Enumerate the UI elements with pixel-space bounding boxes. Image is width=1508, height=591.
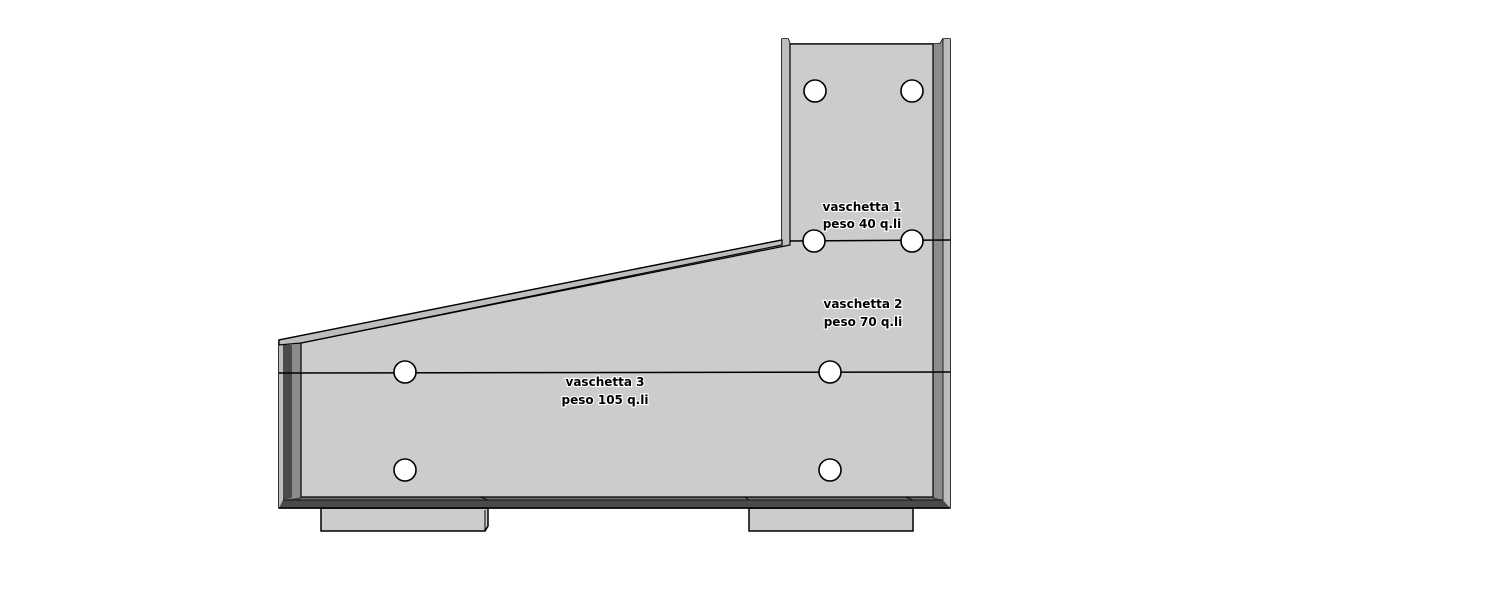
hole: [818, 458, 842, 482]
compartment-3-name: vaschetta 3: [566, 375, 645, 389]
hole: [393, 458, 417, 482]
hole: [393, 360, 417, 384]
hole: [818, 360, 842, 384]
compartment-1-weight: peso 40 q.li: [823, 217, 902, 231]
compartment-labels: vaschetta 1 peso 40 q.li vaschetta 2 pes…: [560, 199, 903, 408]
hole: [900, 229, 924, 253]
hole: [900, 79, 924, 103]
support-feet: [320, 507, 914, 532]
bottom-flange: [279, 496, 950, 509]
mounting-holes: [393, 79, 924, 482]
support-foot-right: [748, 507, 914, 532]
left-flange: [279, 342, 301, 508]
compartment-1-name: vaschetta 1: [823, 200, 902, 214]
support-foot-left: [320, 507, 489, 532]
compartment-3-weight: peso 105 q.li: [562, 393, 649, 407]
inner-panel: [300, 43, 934, 498]
tower-flange: [782, 39, 791, 240]
compartment-2-weight: peso 70 q.li: [824, 315, 903, 329]
right-flange: [932, 39, 950, 508]
hole: [802, 229, 826, 253]
divider-2-3: [278, 371, 951, 374]
compartment-2-name: vaschetta 2: [824, 297, 903, 311]
sloped-top-edge: [278, 239, 783, 346]
hole: [803, 79, 827, 103]
